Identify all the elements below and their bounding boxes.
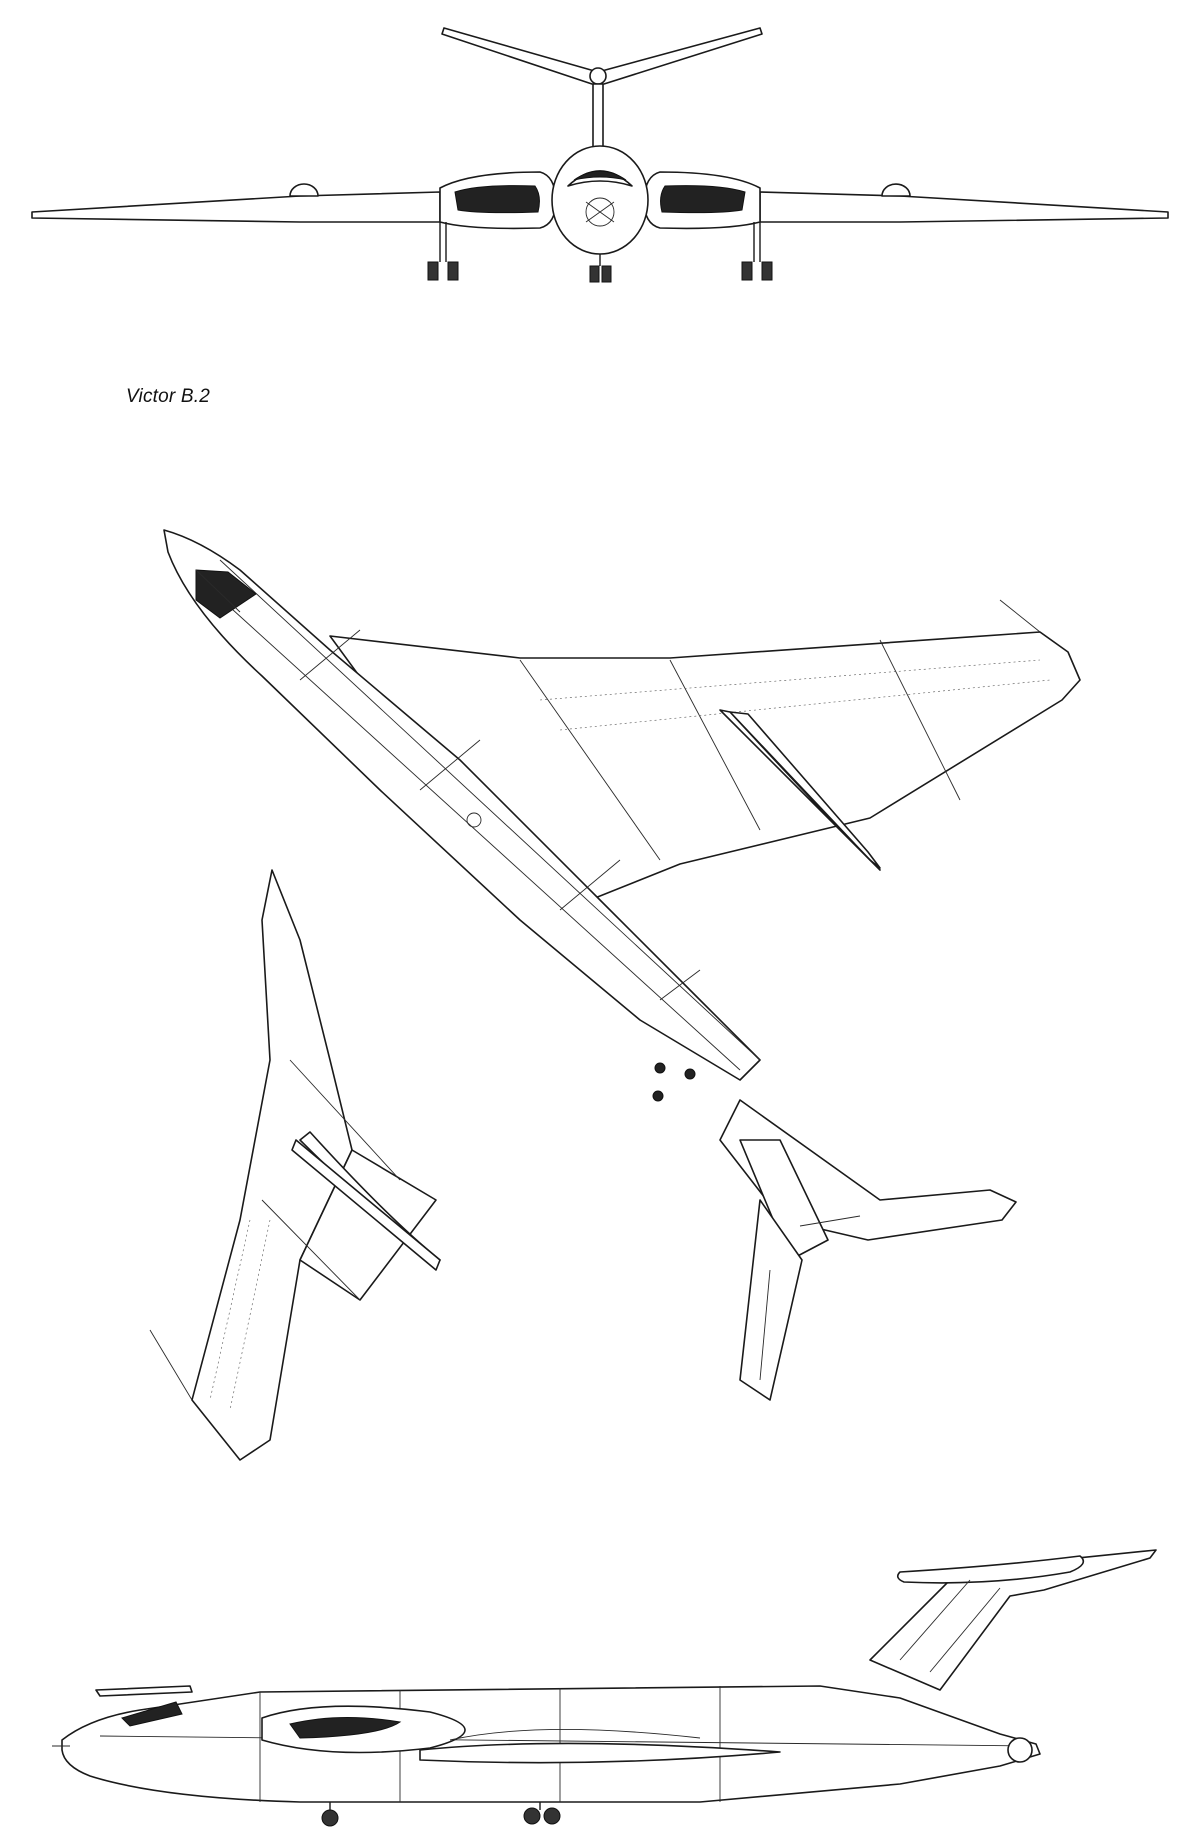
- plan-fuselage: [163, 529, 761, 1102]
- side-landing-gear: [321, 1802, 561, 1827]
- front-fuselage: [551, 145, 649, 255]
- plan-view: [149, 529, 1081, 1461]
- front-view: [31, 27, 1169, 283]
- side-fuselage: [52, 1685, 1041, 1803]
- plan-tail: [719, 1099, 1017, 1401]
- front-intakes: [439, 171, 761, 230]
- front-tailplane: [441, 27, 763, 155]
- plan-wing-lower: [149, 869, 441, 1461]
- front-wing: [31, 183, 1169, 223]
- aircraft-label: Victor B.2: [126, 386, 211, 407]
- side-fin: [869, 1549, 1157, 1691]
- side-view: [52, 1549, 1157, 1827]
- front-landing-gear: [427, 222, 773, 283]
